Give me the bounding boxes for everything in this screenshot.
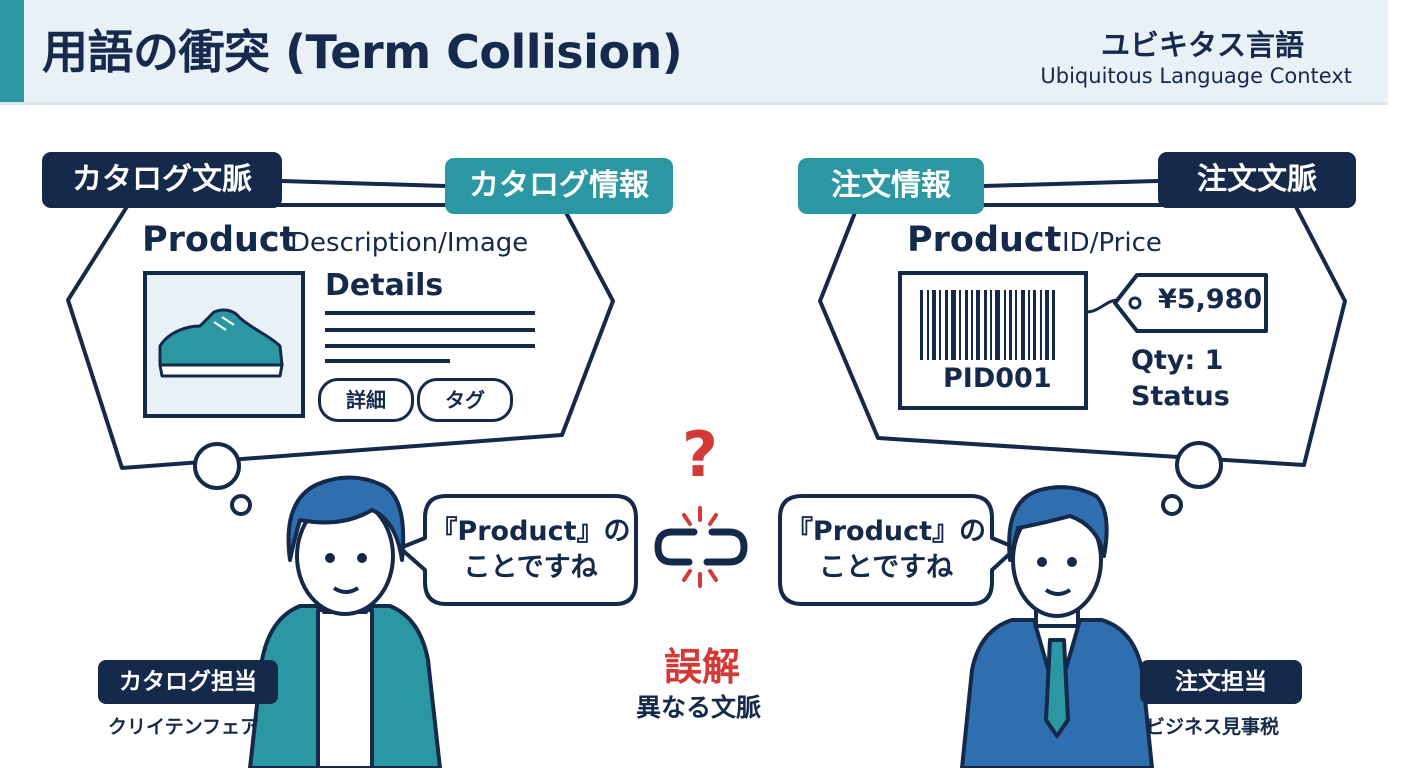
right-speech-text: 『Product』の ことですね — [780, 514, 992, 586]
order-thought-dot-small — [1161, 494, 1183, 516]
header-banner: 用語の衝突 (Term Collision) ユビキタス言語 Ubiquitou… — [0, 0, 1388, 105]
catalog-details-heading: Details — [325, 268, 444, 303]
catalog-role-badge: カタログ担当 — [98, 660, 278, 704]
catalog-info-label: カタログ情報 — [445, 158, 673, 214]
page-title: 用語の衝突 (Term Collision) — [42, 25, 683, 79]
order-status: Status — [1131, 381, 1230, 412]
catalog-person-avatar — [248, 475, 442, 768]
different-context-label: 異なる文脈 — [636, 693, 762, 722]
header-accent-bar — [0, 0, 24, 102]
sneaker-icon — [158, 308, 284, 378]
right-speech-line-1: 『Product』の — [785, 516, 987, 547]
order-info-label: 注文情報 — [798, 158, 984, 214]
catalog-connector-line — [281, 179, 446, 188]
catalog-tag-tags: タグ — [417, 378, 513, 422]
left-speech-bubble — [398, 494, 638, 606]
catalog-tag-details: 詳細 — [318, 378, 414, 422]
misunderstanding-label: 誤解 — [664, 645, 741, 689]
barcode-icon — [920, 290, 1055, 360]
left-speech-text: 『Product』の ことですね — [425, 514, 636, 586]
order-role-sub: ビジネス見事税 — [1146, 716, 1280, 738]
question-mark: ? — [682, 418, 718, 491]
price-value: ¥5,980 — [1158, 284, 1263, 315]
brand-title-ja: ユビキタス言語 — [1100, 28, 1304, 62]
catalog-thought-dot-large — [193, 442, 241, 490]
right-speech-line-2: ことですね — [818, 552, 954, 583]
catalog-role-sub: クリイテンフェア — [108, 716, 260, 738]
price-tag-hole — [1128, 296, 1142, 310]
left-speech-line-2: ことですね — [463, 552, 598, 583]
order-attributes: ID/Price — [1062, 228, 1162, 258]
order-person-avatar — [960, 485, 1154, 768]
right-speech-bubble — [778, 494, 1018, 606]
catalog-attributes: Description/Image — [290, 228, 529, 258]
order-connector-line — [983, 179, 1159, 188]
price-tag-icon — [1113, 273, 1268, 333]
order-context-label: 注文文脈 — [1158, 152, 1356, 208]
catalog-thought-dot-small — [230, 494, 252, 516]
broken-link-icon — [654, 506, 748, 588]
barcode-id: PID001 — [943, 363, 1052, 394]
order-product-word: Product — [907, 220, 1062, 260]
order-thought-dot-large — [1175, 441, 1223, 489]
brand-title-en: Ubiquitous Language Context — [1040, 64, 1352, 88]
catalog-product-word: Product — [142, 220, 297, 260]
left-speech-line-1: 『Product』の — [430, 516, 631, 547]
catalog-context-label: カタログ文脈 — [42, 152, 282, 208]
order-role-badge: 注文担当 — [1140, 660, 1302, 704]
order-qty: Qty: 1 — [1131, 345, 1224, 376]
